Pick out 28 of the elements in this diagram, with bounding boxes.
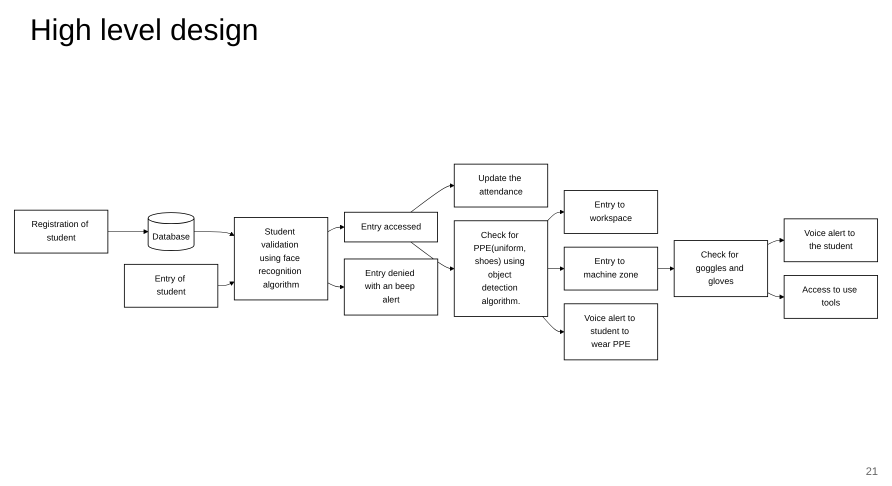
- arrow: [767, 238, 784, 245]
- node-box: Voice alert to the student: [784, 218, 878, 262]
- arrow: [547, 266, 564, 272]
- node-box: Student validation using face recognition algorithm: [234, 217, 328, 300]
- node-box: Check for PPE(uniform, shoes) using object detection algorithm.: [454, 220, 548, 317]
- node-box: Access to use tools: [784, 275, 878, 319]
- arrow: [767, 292, 784, 300]
- node-box: Entry of student: [124, 264, 218, 308]
- arrow: [410, 242, 454, 272]
- node-box: Registration of student: [14, 210, 108, 254]
- arrow: [218, 281, 235, 286]
- node-box: Check for goggles and gloves: [674, 240, 768, 298]
- arrow: [194, 231, 235, 236]
- arrow: [410, 183, 454, 213]
- slide-title: High level design: [30, 14, 258, 48]
- node-box: Update the attendance: [454, 164, 548, 208]
- node-box: Entry denied with an beep alert: [344, 258, 438, 316]
- arrow: [328, 282, 344, 290]
- arrow: [547, 210, 564, 222]
- arrow: [328, 224, 345, 232]
- node-box: Voice alert to student to wear PPE: [564, 303, 658, 360]
- page-number: 21: [866, 466, 878, 478]
- node-box: Entry accessed: [344, 212, 438, 242]
- arrow: [542, 316, 564, 334]
- node-box: Entry to machine zone: [564, 246, 658, 290]
- arrow: [657, 266, 674, 272]
- arrow: [108, 229, 148, 234]
- node-box: Entry to workspace: [564, 190, 658, 234]
